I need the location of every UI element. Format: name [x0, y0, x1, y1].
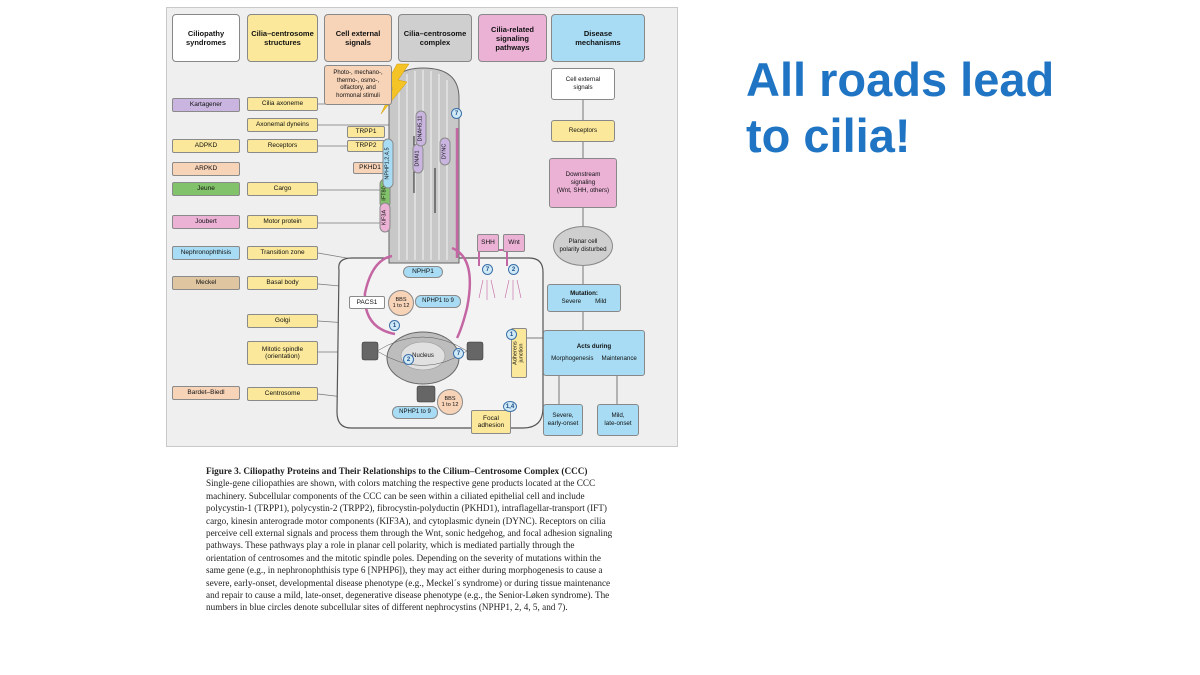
syndrome-jeune: Jeune [172, 182, 240, 196]
syndrome-nephronophthisis: Nephronophthisis [172, 246, 240, 260]
structure-transition-zone: Transition zone [247, 246, 318, 260]
header-cell-external-signals: Cell external signals [324, 14, 392, 62]
structure-basal-body: Basal body [247, 276, 318, 290]
protein-trpp2: TRPP2 [347, 140, 385, 152]
structure-motor-protein: Motor protein [247, 215, 318, 229]
caption-title: Figure 3. Ciliopathy Proteins and Their … [206, 466, 588, 476]
protein-bbs-top: BBS 1 to 12 [388, 290, 414, 316]
mechanism-downstream-signaling: Downstream signaling (Wnt, SHH, others) [549, 158, 617, 208]
structure-cilia-axoneme: Cilia axoneme [247, 97, 318, 111]
structure-centrosome: Centrosome [247, 387, 318, 401]
figure-caption: Figure 3. Ciliopathy Proteins and Their … [206, 465, 616, 614]
site-number-nucleus-right: 7 [453, 348, 464, 359]
protein-nphp-1-2-4-5: NPHP1,2,4,5 [382, 138, 394, 189]
site-number-adherens: 1 [506, 329, 517, 340]
protein-nphp1-transition-zone: NPHP1 [403, 266, 443, 278]
protein-dnai1: DNAI1 [412, 143, 424, 174]
caption-body: Single-gene ciliopathies are shown, with… [206, 478, 613, 613]
structure-receptors: Receptors [247, 139, 318, 153]
slide-title-text: All roads lead to cilia! [746, 53, 1055, 162]
protein-pacs1: PACS1 [349, 296, 385, 309]
structure-mitotic-spindle: Mitotic spindle (orientation) [247, 341, 318, 365]
mechanism-planar-cell-polarity: Planar cell polarity disturbed [553, 226, 613, 266]
protein-trpp1: TRPP1 [347, 126, 385, 138]
site-number-nucleus-left: 2 [403, 354, 414, 365]
syndrome-meckel: Meckel [172, 276, 240, 290]
site-number-focal: 1,4 [503, 401, 517, 412]
nucleus-label: Nucleus [412, 352, 434, 359]
mutation-mild: Mild [595, 298, 607, 305]
header-cilia-centrosome-complex: Cilia–centrosome complex [398, 14, 472, 62]
pathway-focal-adhesion: Focal adhesion [471, 410, 511, 434]
header-disease-mechanisms: Disease mechanisms [551, 14, 645, 62]
mutation-severe: Severe [561, 298, 582, 305]
adherens-junction-label: Adherens junction [512, 341, 526, 365]
site-number-golgi: 1 [389, 320, 400, 331]
ciliopathy-figure: Ciliopathy syndromes Cilia–centrosome st… [166, 7, 678, 447]
acts-maintenance: Maintenance [601, 355, 637, 362]
protein-dnah5-11: DNAH5,11 [415, 110, 427, 147]
syndrome-adpkd: ADPKD [172, 139, 240, 153]
protein-kif3a: KIF3A [379, 202, 391, 233]
protein-nphp1-to-9-bottom: NPHP1 to 9 [392, 406, 438, 419]
syndrome-arpkd: ARPKD [172, 162, 240, 176]
slide-title: All roads lead to cilia! [746, 52, 1166, 164]
mutation-severity-row: Severe Mild [562, 298, 607, 306]
mechanism-mutation: Mutation: Severe Mild [547, 284, 621, 312]
protein-dync: DYNC [439, 137, 451, 166]
outcome-mild-late-onset: Mild, late-onset [597, 404, 639, 436]
pathway-adherens-junction: Adherens junction [511, 328, 527, 378]
site-number-top: 7 [451, 108, 462, 119]
structure-cargo: Cargo [247, 182, 318, 196]
syndrome-kartagener: Kartagener [172, 98, 240, 112]
pathway-wnt: Wnt [503, 234, 525, 252]
syndrome-joubert: Joubert [172, 215, 240, 229]
header-cilia-centrosome-structures: Cilia–centrosome structures [247, 14, 318, 62]
site-number-shh: 7 [482, 264, 493, 275]
protein-nphp1-to-9-top: NPHP1 to 9 [415, 295, 461, 308]
mechanism-acts-during: Acts during Morphogenesis Maintenance [543, 330, 645, 376]
syndrome-bardet-biedl: Bardet–Biedl [172, 386, 240, 400]
site-number-wnt: 2 [508, 264, 519, 275]
structure-golgi: Golgi [247, 314, 318, 328]
outcome-severe-early-onset: Severe, early-onset [543, 404, 583, 436]
structure-axonemal-dyneins: Axonemal dyneins [247, 118, 318, 132]
mechanism-receptors: Receptors [551, 120, 615, 142]
acts-morphogenesis: Morphogenesis [551, 355, 594, 362]
protein-bbs-bottom: BBS 1 to 12 [437, 389, 463, 415]
external-stimuli-box: Photo-, mechano-, thermo-, osmo-, olfact… [324, 65, 392, 105]
mechanism-cell-external-signals: Cell external signals [551, 68, 615, 100]
pathway-shh: SHH [477, 234, 499, 252]
acts-during-title: Acts during [576, 343, 612, 351]
mutation-title: Mutation: [570, 290, 598, 298]
header-cilia-related-signaling-pathways: Cilia-related signaling pathways [478, 14, 547, 62]
header-ciliopathy-syndromes: Ciliopathy syndromes [172, 14, 240, 62]
acts-during-row: Morphogenesis Maintenance [551, 355, 637, 363]
